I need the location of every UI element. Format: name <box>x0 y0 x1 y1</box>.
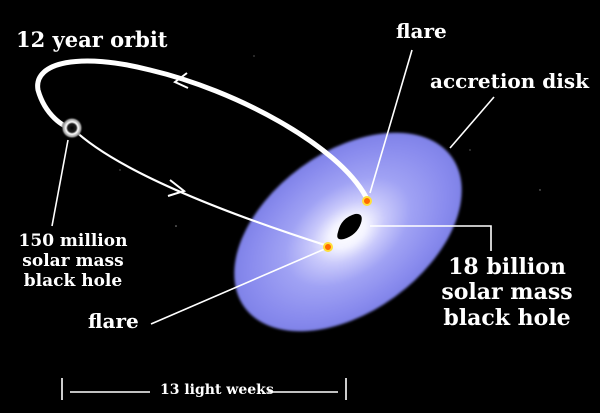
big-black-hole-label: 18 billion solar mass black hole <box>432 254 582 331</box>
small-black-hole-label-line-3: black hole <box>23 271 123 292</box>
leader-accretion-disk <box>449 96 495 149</box>
background-stars <box>119 55 541 227</box>
small-black-hole-label-line-2: solar mass <box>22 251 124 272</box>
leader-flare-bottom <box>150 247 328 325</box>
small-black-hole-label-line-1: 150 million <box>18 231 128 251</box>
small-black-hole <box>61 117 83 139</box>
small-black-hole-label: 150 million solar mass black hole <box>18 231 128 291</box>
flare-bottom-label: flare <box>88 309 139 333</box>
big-black-hole-label-line-3: black hole <box>443 304 571 331</box>
leader-lines <box>51 49 495 325</box>
flare-bottom-marker <box>323 242 333 252</box>
scale-bar <box>61 378 347 400</box>
big-black-hole-label-line-2: solar mass <box>441 279 573 306</box>
orbit-label: 12 year orbit <box>16 27 168 52</box>
flare-top-label: flare <box>396 19 447 43</box>
big-black-hole-label-line-1: 18 billion <box>448 254 566 280</box>
leader-flare-top <box>369 49 413 194</box>
big-black-hole <box>337 213 362 240</box>
scale-bar-label: 13 light weeks <box>160 382 274 398</box>
orbit-arrow-lower-icon <box>167 179 187 197</box>
accretion-disk-label: accretion disk <box>430 69 589 93</box>
flare-top-marker <box>362 196 372 206</box>
leader-small-black-hole <box>51 139 69 227</box>
leader-big-black-hole <box>370 225 492 251</box>
orbit-arrow-upper-icon <box>173 72 189 89</box>
